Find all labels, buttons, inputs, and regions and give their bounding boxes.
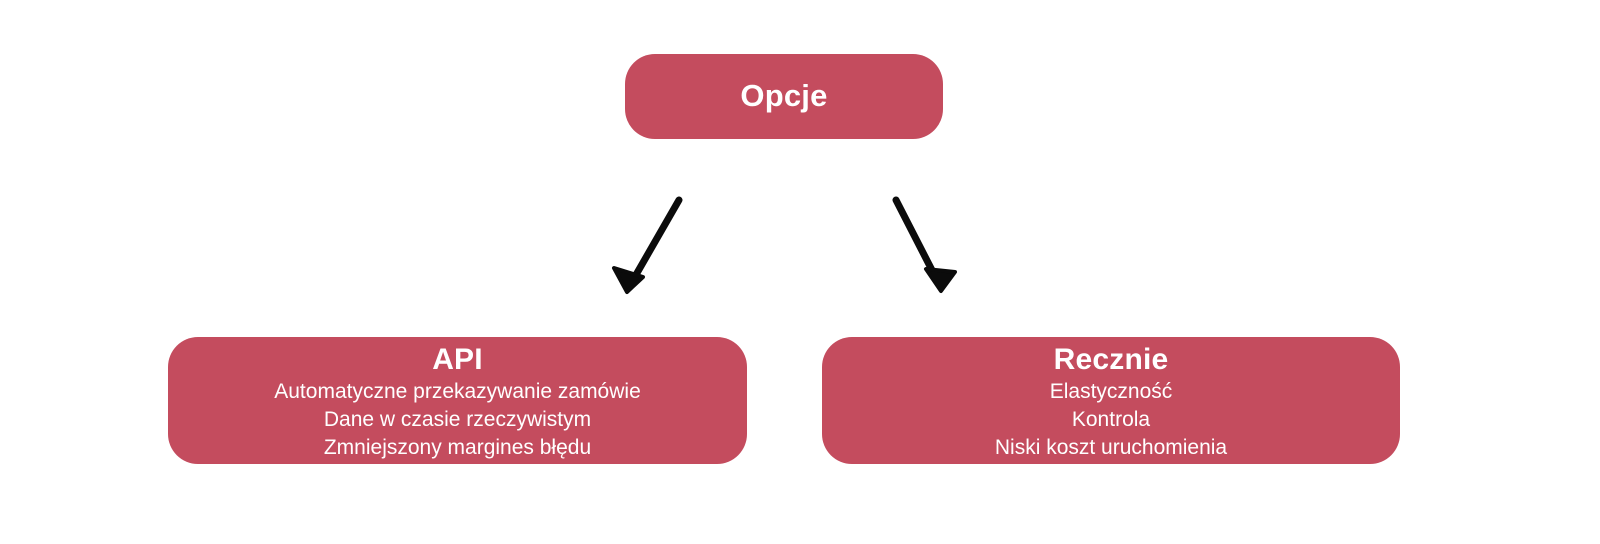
node-options-title: Opcje bbox=[740, 78, 828, 114]
node-manual-lines: Elastyczność Kontrola Niski koszt urucho… bbox=[995, 378, 1227, 461]
node-api[interactable]: API Automatyczne przekazywanie zamówie D… bbox=[168, 337, 747, 464]
node-options[interactable]: Opcje bbox=[625, 54, 943, 139]
arrow-root-to-api bbox=[612, 196, 683, 294]
node-api-line-1: Automatyczne przekazywanie zamówie bbox=[274, 380, 641, 404]
node-manual-title: Recznie bbox=[1053, 343, 1169, 377]
node-manual-line-3: Niski koszt uruchomienia bbox=[994, 435, 1228, 459]
node-manual[interactable]: Recznie Elastyczność Kontrola Niski kosz… bbox=[822, 337, 1400, 464]
node-api-line-3: Zmniejszony margines błędu bbox=[323, 435, 592, 459]
node-api-title: API bbox=[432, 343, 483, 377]
arrow-root-to-manual bbox=[892, 196, 957, 293]
node-manual-line-1: Elastyczność bbox=[1049, 380, 1173, 404]
node-manual-line-2: Kontrola bbox=[1071, 408, 1151, 432]
node-api-line-2: Dane w czasie rzeczywistym bbox=[323, 408, 592, 432]
node-api-lines: Automatyczne przekazywanie zamówie Dane … bbox=[274, 378, 641, 461]
